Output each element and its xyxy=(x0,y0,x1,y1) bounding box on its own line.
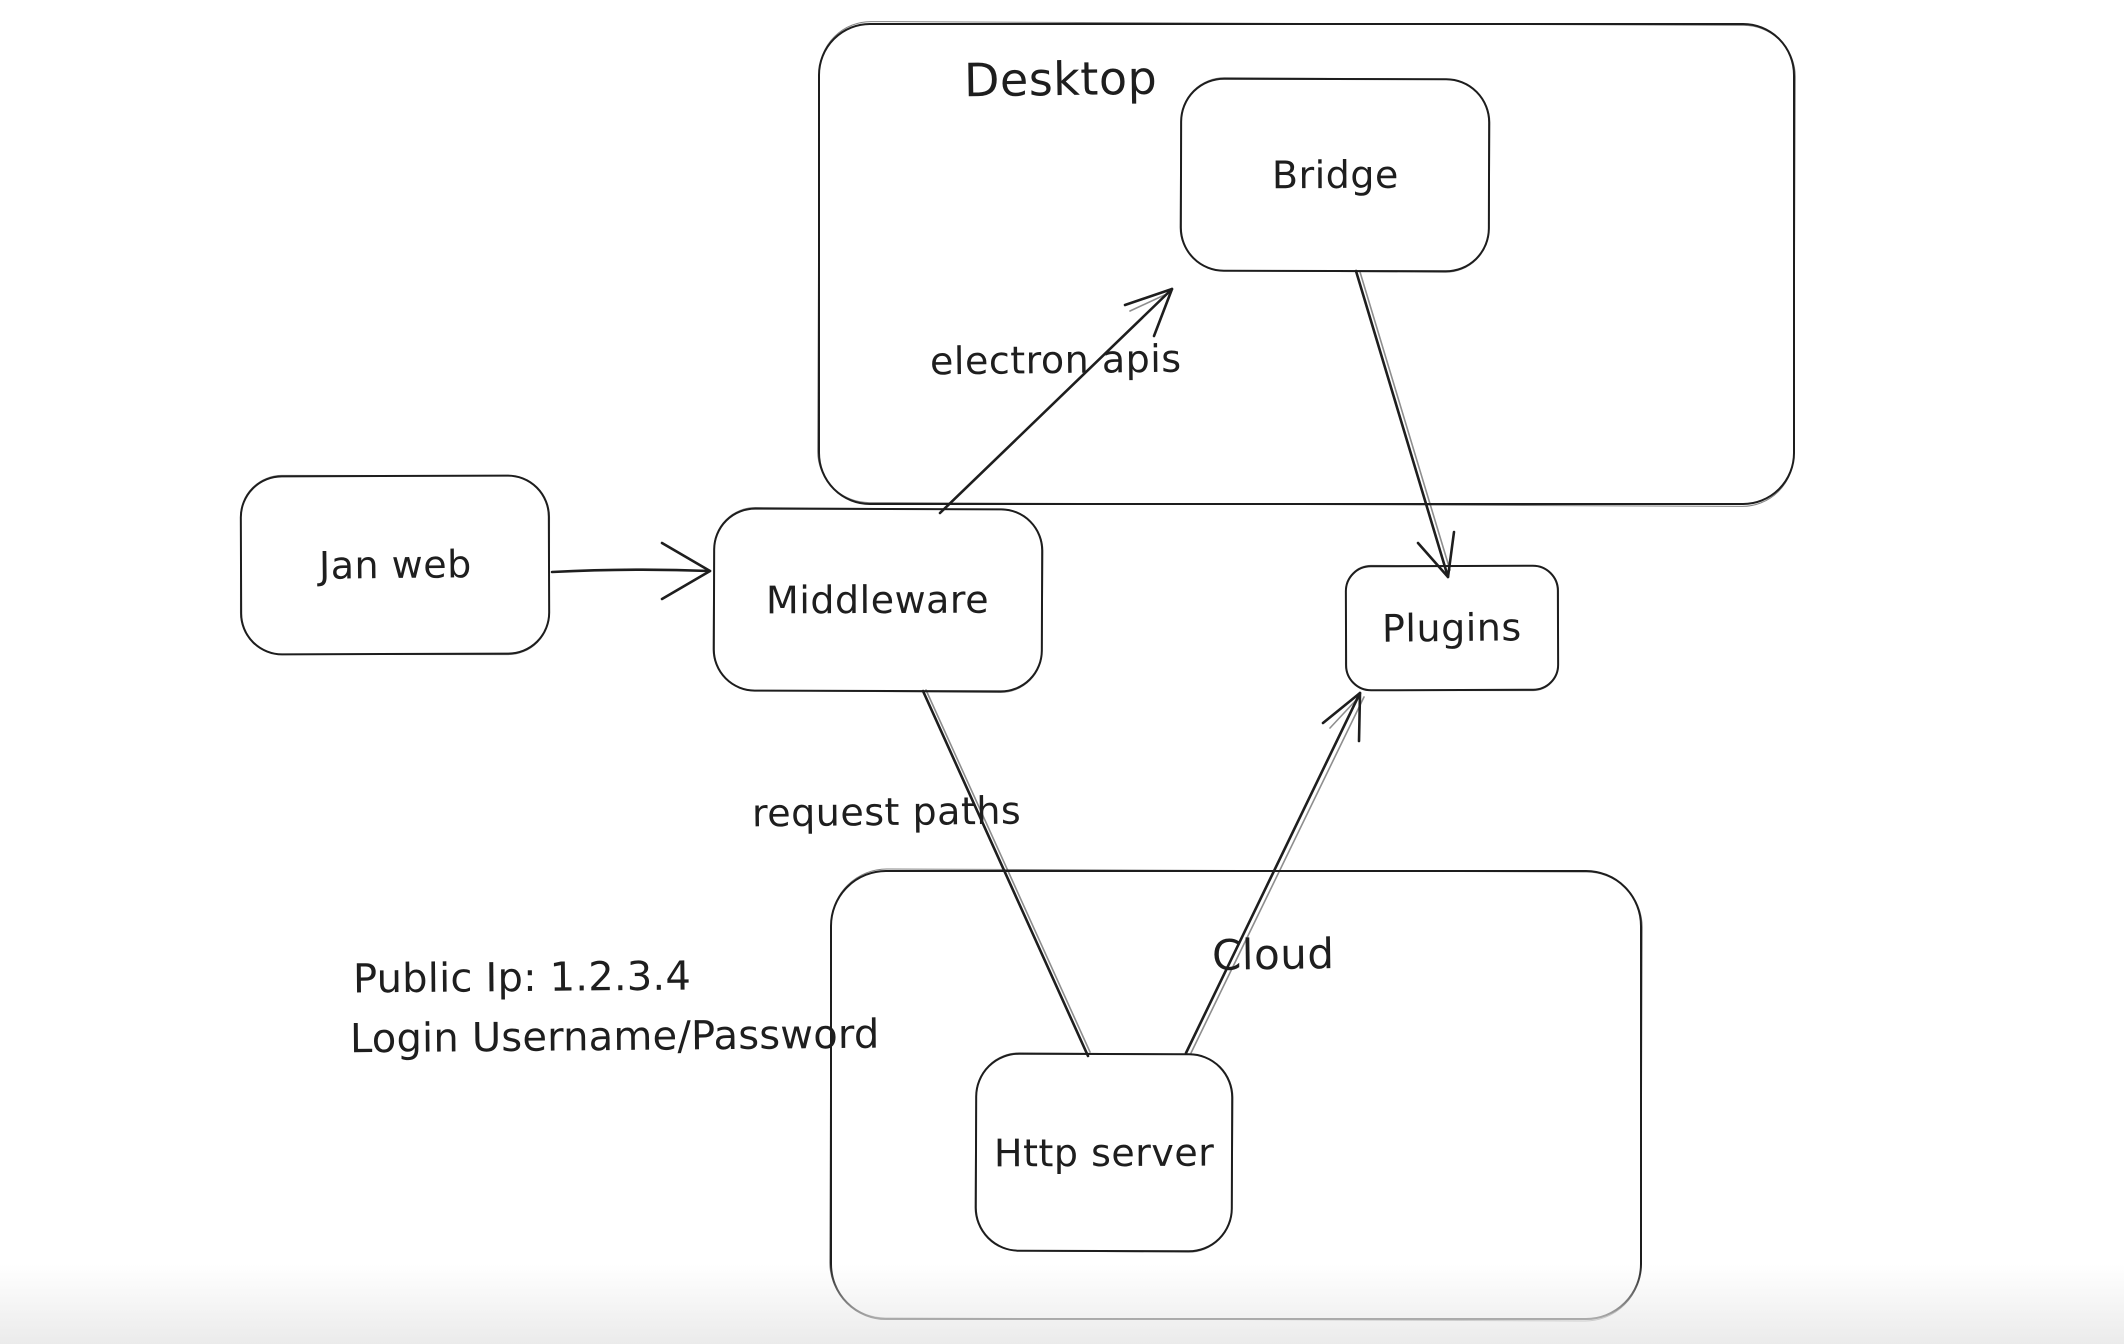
edge-httpserver-plugins-arrowhead-sketch xyxy=(1329,697,1359,729)
node-middleware: Middleware xyxy=(712,507,1044,693)
container-desktop-title: Desktop xyxy=(963,50,1158,108)
annotation-public-ip: Public Ip: 1.2.3.4 xyxy=(352,953,692,1003)
node-bridge-label: Bridge xyxy=(1271,152,1399,198)
edge-janweb-middleware-line xyxy=(550,568,712,574)
annotation-login: Login Username/Password xyxy=(349,1011,880,1063)
node-bridge: Bridge xyxy=(1179,77,1491,273)
node-plugins: Plugins xyxy=(1344,564,1560,692)
node-jan-web-label: Jan web xyxy=(318,542,472,588)
container-cloud-title: Cloud xyxy=(1211,929,1335,980)
edge-label-electron-apis: electron apis xyxy=(929,336,1182,384)
node-middleware-label: Middleware xyxy=(766,577,990,623)
node-http-server: Http server xyxy=(974,1052,1234,1253)
node-jan-web: Jan web xyxy=(239,474,551,656)
container-desktop xyxy=(818,23,1795,505)
edge-label-request-paths: request paths xyxy=(751,788,1022,836)
edge-httpserver-plugins-arrowhead xyxy=(1321,691,1362,743)
node-http-server-label: Http server xyxy=(993,1130,1215,1175)
node-plugins-label: Plugins xyxy=(1381,605,1523,651)
edge-janweb-middleware-arrowhead xyxy=(660,541,712,601)
